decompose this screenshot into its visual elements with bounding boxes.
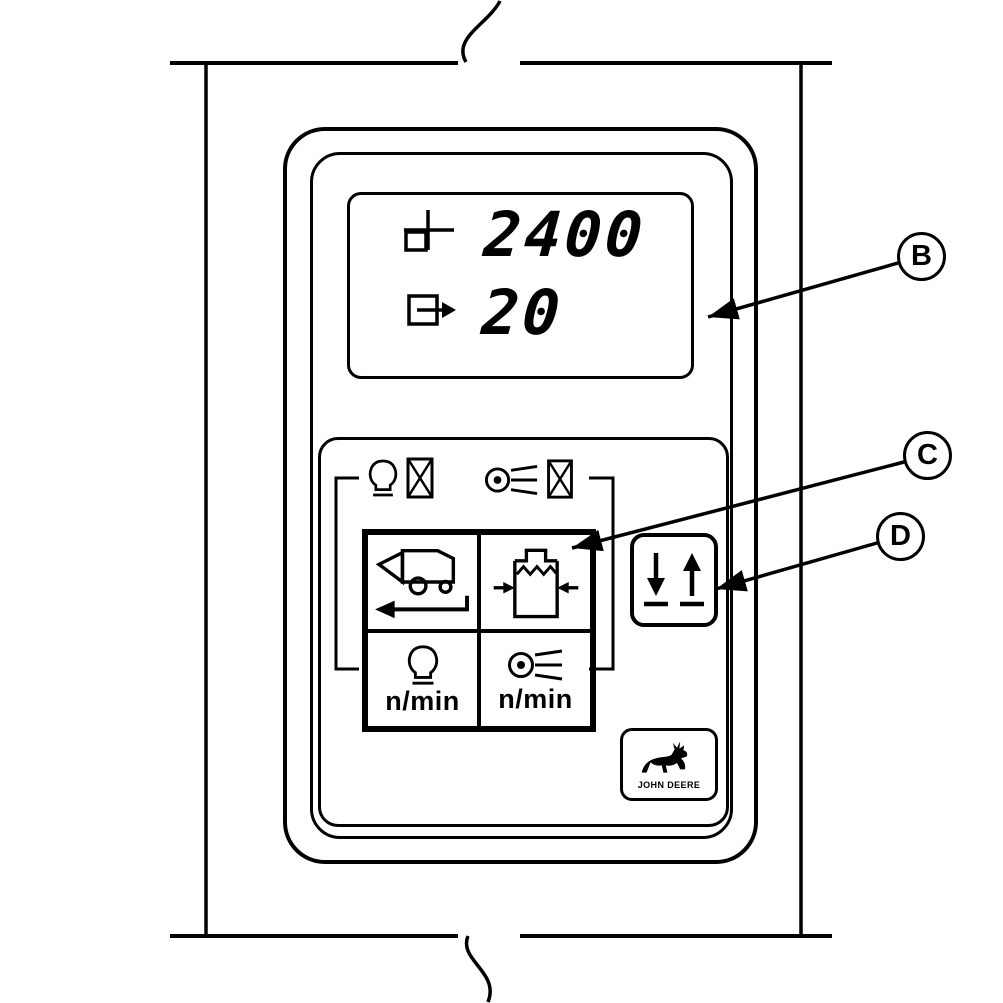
callout-c: C [903,431,952,480]
grain-tank-button [479,533,592,631]
break-curve-bottom [464,935,492,1003]
fan-speed-button: n/min [479,630,592,728]
fan-icon [484,465,538,495]
callout-d-letter: D [890,520,911,552]
lcd-display [347,192,694,379]
john-deere-text: JOHN DEERE [637,780,701,790]
button-panel [318,437,729,827]
fan-speed-label: n/min [498,683,573,714]
button-grid: n/min n/min [362,529,596,732]
hourglass-icon [406,457,434,499]
grain-tank-icon [493,548,578,619]
beacon-hourglass-icon [366,456,435,500]
break-curve-top [461,0,502,63]
john-deere-logo: JOHN DEERE [620,728,718,801]
display-value-width: 20 [479,276,566,349]
callout-d: D [876,512,925,561]
display-value-area: 2400 [481,198,648,271]
fan-icon [507,649,562,681]
beacon-speed-button: n/min [366,630,479,728]
hourglass-icon [547,459,573,499]
area-counter-icon [404,210,454,252]
display-row-area: 2400 [398,198,648,271]
combine-header-arrow-icon [374,548,469,618]
down-up-arrows-icon [644,553,704,607]
beacon-speed-label: n/min [385,685,460,716]
display-row-width: 20 [404,276,566,349]
beacon-icon [407,645,438,685]
callout-b-letter: B [911,240,932,272]
beacon-icon [368,459,398,497]
header-width-button [366,533,479,631]
fan-hourglass-icon [484,458,575,500]
callout-b: B [897,232,946,281]
partial-width-arrow-icon [407,294,456,326]
raise-lower-button [630,533,718,627]
john-deere-deer-logo [641,741,688,773]
callout-c-letter: C [917,439,938,471]
